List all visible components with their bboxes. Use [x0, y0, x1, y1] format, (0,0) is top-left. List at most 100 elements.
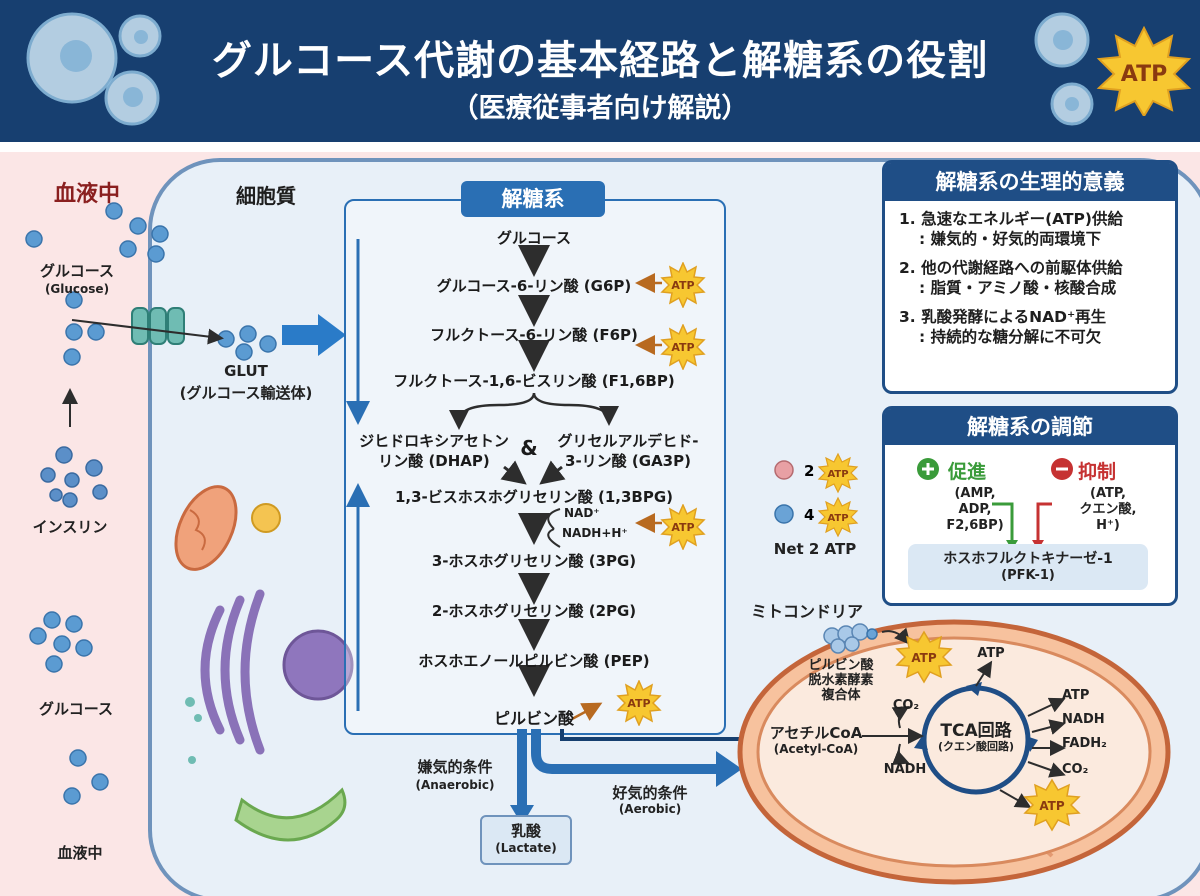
step-f6p: フルクトース-6-リン酸 (F6P)	[430, 326, 638, 344]
tca-output-2: NADH	[1062, 712, 1105, 727]
cell-icon	[1050, 82, 1094, 126]
anaerobic-label: 嫌気的条件	[417, 758, 493, 776]
significance-panel: 解糖系の生理的意義 1. 急速なエネルギー(ATP)供給 : 嫌気的・好気的両環…	[882, 160, 1178, 394]
page-title: グルコース代謝の基本経路と解糖系の役割	[211, 38, 989, 84]
atp-star-icon: ATP	[1023, 778, 1081, 832]
co2-label: CO₂	[892, 698, 920, 713]
nad-loop	[547, 508, 561, 548]
lactate-box: 乳酸 (Lactate)	[480, 815, 572, 865]
svg-text:ATP: ATP	[827, 513, 848, 524]
blood-side-illustration	[25, 202, 346, 805]
step-dhap-2: リン酸 (DHAP)	[378, 452, 490, 470]
aerobic-en: (Aerobic)	[618, 802, 682, 816]
significance-item: 3. 乳酸発酵によるNAD⁺再生 : 持続的な糖分解に不可欠	[899, 308, 1107, 346]
step-2pg: 2-ホスホグリセリン酸 (2PG)	[431, 602, 637, 620]
svg-text:ATP: ATP	[671, 521, 694, 534]
lactate-label: 乳酸	[510, 822, 541, 840]
step-pyruvate: ピルビン酸	[493, 709, 574, 728]
page-subtitle: （医療従事者向け解説）	[451, 93, 749, 124]
pfk1-label: ホスホフルクトキナーゼ-1	[943, 551, 1113, 567]
svg-text:ATP: ATP	[627, 697, 650, 710]
promote-label: 促進	[948, 461, 987, 483]
svg-text:ATP: ATP	[827, 469, 848, 480]
header-decoration	[26, 12, 1094, 126]
tca-atp-top: ATP	[977, 646, 1005, 661]
acetyl-coa-en: (Acetyl-CoA)	[773, 742, 859, 756]
organelle-illustration	[174, 485, 354, 842]
pdh-complex-icon	[823, 623, 869, 654]
atp-star-icon: ATP	[817, 496, 859, 538]
nadh-label-mito: NADH	[883, 762, 927, 777]
glycolysis-title: 解糖系	[461, 181, 605, 217]
pdh-label: ピルビン酸脱水素酵素複合体	[808, 658, 874, 703]
mitochondria-small-icon	[174, 485, 238, 571]
step-bpg: 1,3-ビスホスホグリセリン酸 (1,3BPG)	[394, 488, 674, 506]
significance-list: 1. 急速なエネルギー(ATP)供給 : 嫌気的・好気的両環境下 2. 他の代謝…	[885, 201, 1175, 347]
inhibit-arrow	[1036, 502, 1052, 544]
atp-star-icon: ATP	[660, 262, 706, 308]
glut-label: GLUT	[224, 362, 268, 380]
significance-title: 解糖系の生理的意義	[885, 163, 1175, 201]
step-3pg: 3-ホスホグリセリン酸 (3PG)	[431, 552, 637, 570]
atp-yield-legend: 2 4 ATP ATP	[774, 452, 859, 538]
glut-description: (グルコース輸送体)	[179, 384, 313, 402]
glucose-en-label: (Glucose)	[44, 282, 110, 296]
step-ga3p-2: 3-リン酸 (GA3P)	[565, 452, 691, 470]
glucose-molecule-icon	[25, 202, 277, 805]
glucose-label: グルコース	[40, 262, 114, 280]
step-ga3p-1: グリセルアルデヒド-	[557, 432, 699, 450]
cell-icon	[1034, 12, 1090, 68]
net-atp-label: Net 2 ATP	[773, 540, 857, 558]
tca-output-3: FADH₂	[1062, 736, 1107, 751]
pfk1-abbr: (PFK-1)	[1001, 568, 1055, 583]
regulation-title: 解糖系の調節	[885, 409, 1175, 445]
header-banner: ATP グルコース代謝の基本経路と解糖系の役割 （医療従事者向け解説）	[0, 0, 1200, 142]
nadh-label: NADH+H⁺	[562, 526, 628, 540]
svg-text:ATP: ATP	[1039, 799, 1065, 813]
atp-star-icon: ATP	[660, 324, 706, 370]
step-glucose: グルコース	[497, 229, 571, 247]
step-f16bp: フルクトース-1,6-ビスリン酸 (F1,6BP)	[393, 372, 675, 390]
regulation-diagram	[917, 458, 1073, 550]
svg-text:ATP: ATP	[671, 341, 694, 354]
made-atp-count: 4	[804, 506, 814, 524]
atp-badge-text: ATP	[1121, 62, 1167, 87]
mitochondria-green-icon	[234, 787, 347, 842]
blood-label-top: 血液中	[54, 182, 121, 207]
cell-icon	[104, 70, 160, 126]
nucleus-icon	[282, 629, 354, 701]
tca-en-label: (クエン酸回路)	[937, 740, 1015, 753]
insulin-label: インスリン	[32, 518, 108, 536]
svg-text:ATP: ATP	[671, 279, 694, 292]
step-pep: ホスホエノールピルビン酸 (PEP)	[418, 652, 650, 670]
step-g6p: グルコース-6-リン酸 (G6P)	[436, 277, 632, 295]
aerobic-label: 好気的条件	[612, 784, 688, 802]
svg-text:ATP: ATP	[911, 651, 937, 665]
vesicle-icon	[185, 697, 202, 764]
significance-item: 1. 急速なエネルギー(ATP)供給 : 嫌気的・好気的両環境下	[899, 210, 1123, 248]
tca-output-1: ATP	[1062, 688, 1090, 703]
used-atp-count: 2	[804, 462, 814, 480]
made-atp-dot	[774, 504, 794, 524]
significance-item: 2. 他の代謝経路への前駆体供給 : 脂質・アミノ酸・核酸合成	[899, 259, 1123, 297]
atp-star-icon: ATP	[895, 630, 953, 684]
glucose-label-bottom: グルコース	[39, 700, 113, 718]
blood-label-bottom: 血液中	[57, 844, 103, 862]
tca-label: TCA回路	[940, 721, 1012, 741]
endoplasmic-reticulum-icon	[200, 589, 265, 755]
atp-star-icon: ATP	[1096, 26, 1192, 116]
tca-output-4: CO₂	[1062, 762, 1089, 777]
glut-transporter-icon	[131, 307, 185, 345]
nad-label: NAD⁺	[564, 506, 600, 520]
used-atp-dot	[774, 460, 794, 480]
anaerobic-en: (Anaerobic)	[415, 778, 495, 792]
atp-star-icon: ATP	[817, 452, 859, 494]
insulin-receptor-icon	[40, 446, 108, 508]
cell-icon	[118, 14, 162, 58]
atp-star-icon: ATP	[660, 504, 706, 550]
lactate-en: (Lactate)	[495, 841, 557, 855]
glycolysis-arrows	[346, 239, 662, 721]
inhibit-label: 抑制	[1078, 461, 1117, 483]
step-and: &	[520, 436, 538, 460]
cytoplasm-label: 細胞質	[236, 184, 296, 208]
